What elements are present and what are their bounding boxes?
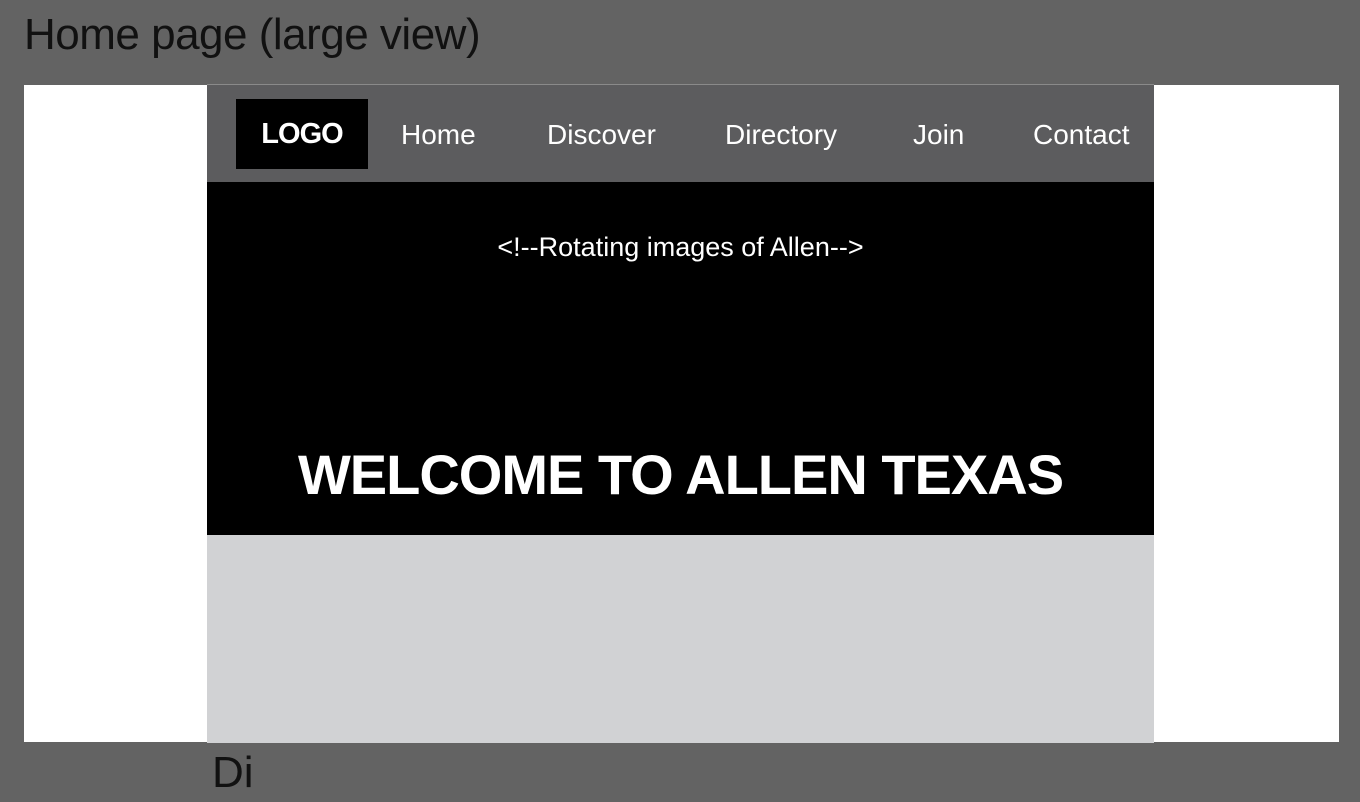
nav-link-contact[interactable]: Contact: [1033, 119, 1130, 150]
next-artboard-title: Di: [212, 748, 254, 797]
hero-placeholder-comment: <!--Rotating images of Allen-->: [497, 232, 864, 262]
nav-link-join[interactable]: Join: [913, 119, 965, 150]
navbar: LOGO Home Discover Directory Join Contac…: [207, 85, 1154, 182]
hero-heading: WELCOME TO ALLEN TEXAS: [297, 443, 1064, 506]
logo[interactable]: LOGO: [236, 99, 368, 169]
nav-link-directory[interactable]: Directory: [725, 119, 838, 150]
nav-link-home[interactable]: Home: [401, 119, 476, 150]
page-mockup: LOGO Home Discover Directory Join Contac…: [207, 84, 1154, 743]
artboard: LOGO Home Discover Directory Join Contac…: [24, 84, 1339, 743]
content-placeholder: [207, 535, 1154, 743]
artboard-title: Home page (large view): [24, 10, 481, 59]
hero-banner: <!--Rotating images of Allen--> WELCOME …: [207, 182, 1154, 535]
nav-link-discover[interactable]: Discover: [547, 119, 656, 150]
